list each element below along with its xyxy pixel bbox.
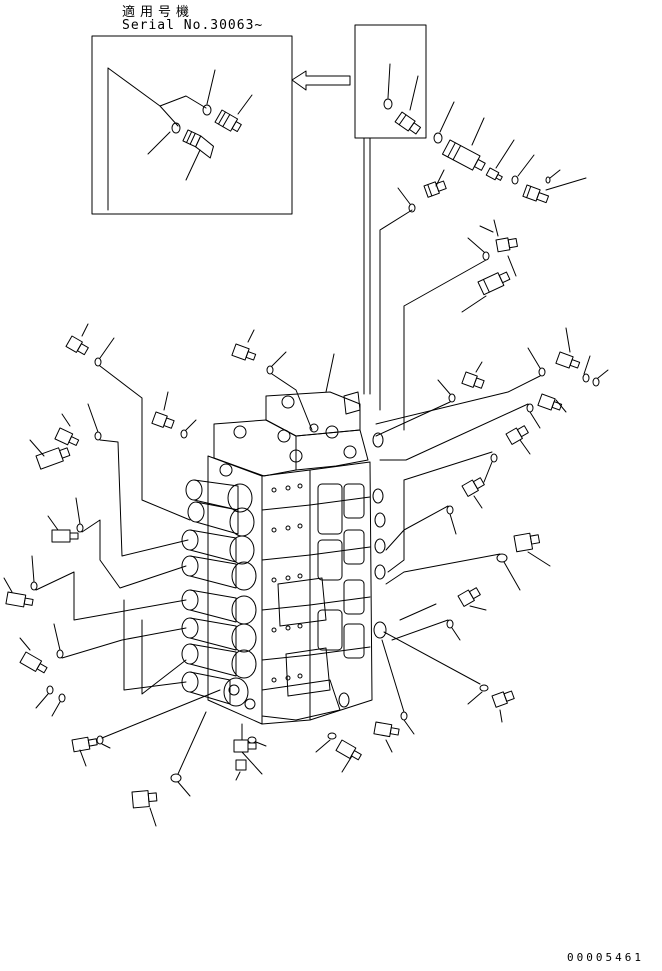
control-valve-body [207, 391, 387, 725]
fittings-bottom-center [233, 639, 415, 781]
spool-caps-left [181, 479, 257, 707]
fittings-left [3, 323, 221, 827]
detail-inset [91, 35, 293, 215]
drawing-number: 00005461 [567, 951, 644, 964]
applicable-models-label: 適用号機 [122, 5, 195, 20]
fittings-upper-right [379, 169, 518, 431]
serial-number-label: Serial No.30063~ [122, 18, 264, 33]
fittings-top-right [433, 101, 587, 204]
reference-callout-box [354, 24, 427, 395]
fittings-right [375, 327, 609, 723]
reference-arrow-icon [291, 70, 351, 91]
fittings-upper-middle [231, 329, 335, 431]
